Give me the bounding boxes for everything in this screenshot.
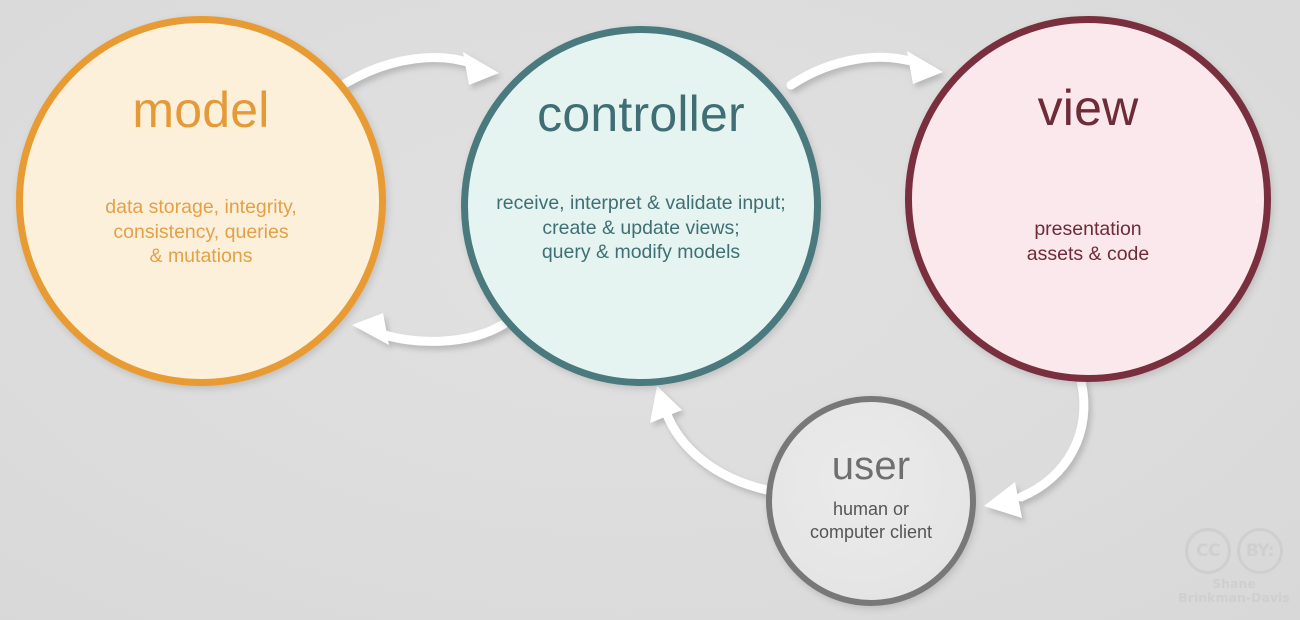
license-marks: CC BY: (1178, 528, 1290, 574)
arrow-controller-to-model (352, 313, 509, 346)
cc-logo-icon: CC (1185, 528, 1231, 574)
attribution-author: Shane Brinkman-Davis (1178, 576, 1290, 606)
node-view-title: view (1037, 80, 1139, 136)
node-controller-title: controller (537, 86, 745, 142)
node-controller-description: receive, interpret & validate input; cre… (496, 192, 786, 264)
node-user[interactable]: user human or computer client (766, 396, 976, 606)
attribution-author-last: Brinkman-Davis (1178, 590, 1290, 606)
node-view[interactable]: view presentation assets & code (905, 16, 1271, 382)
node-view-description: presentation assets & code (1026, 218, 1150, 265)
node-controller[interactable]: controller receive, interpret & validate… (461, 26, 821, 386)
node-user-description: human or computer client (809, 499, 933, 542)
arrow-model-to-controller (341, 52, 499, 88)
cc-by-icon: BY: (1237, 528, 1283, 574)
arrow-user-to-controller (650, 386, 772, 495)
node-model[interactable]: model data storage, integrity, consisten… (16, 16, 386, 386)
attribution-author-first: Shane (1212, 576, 1256, 591)
arrow-controller-to-view (786, 51, 943, 90)
arrow-view-to-user (984, 376, 1089, 518)
node-model-description: data storage, integrity, consistency, qu… (105, 196, 297, 268)
node-model-title: model (132, 82, 270, 138)
node-user-title: user (831, 444, 911, 488)
creative-commons-attribution: CC BY: Shane Brinkman-Davis (1178, 528, 1290, 606)
